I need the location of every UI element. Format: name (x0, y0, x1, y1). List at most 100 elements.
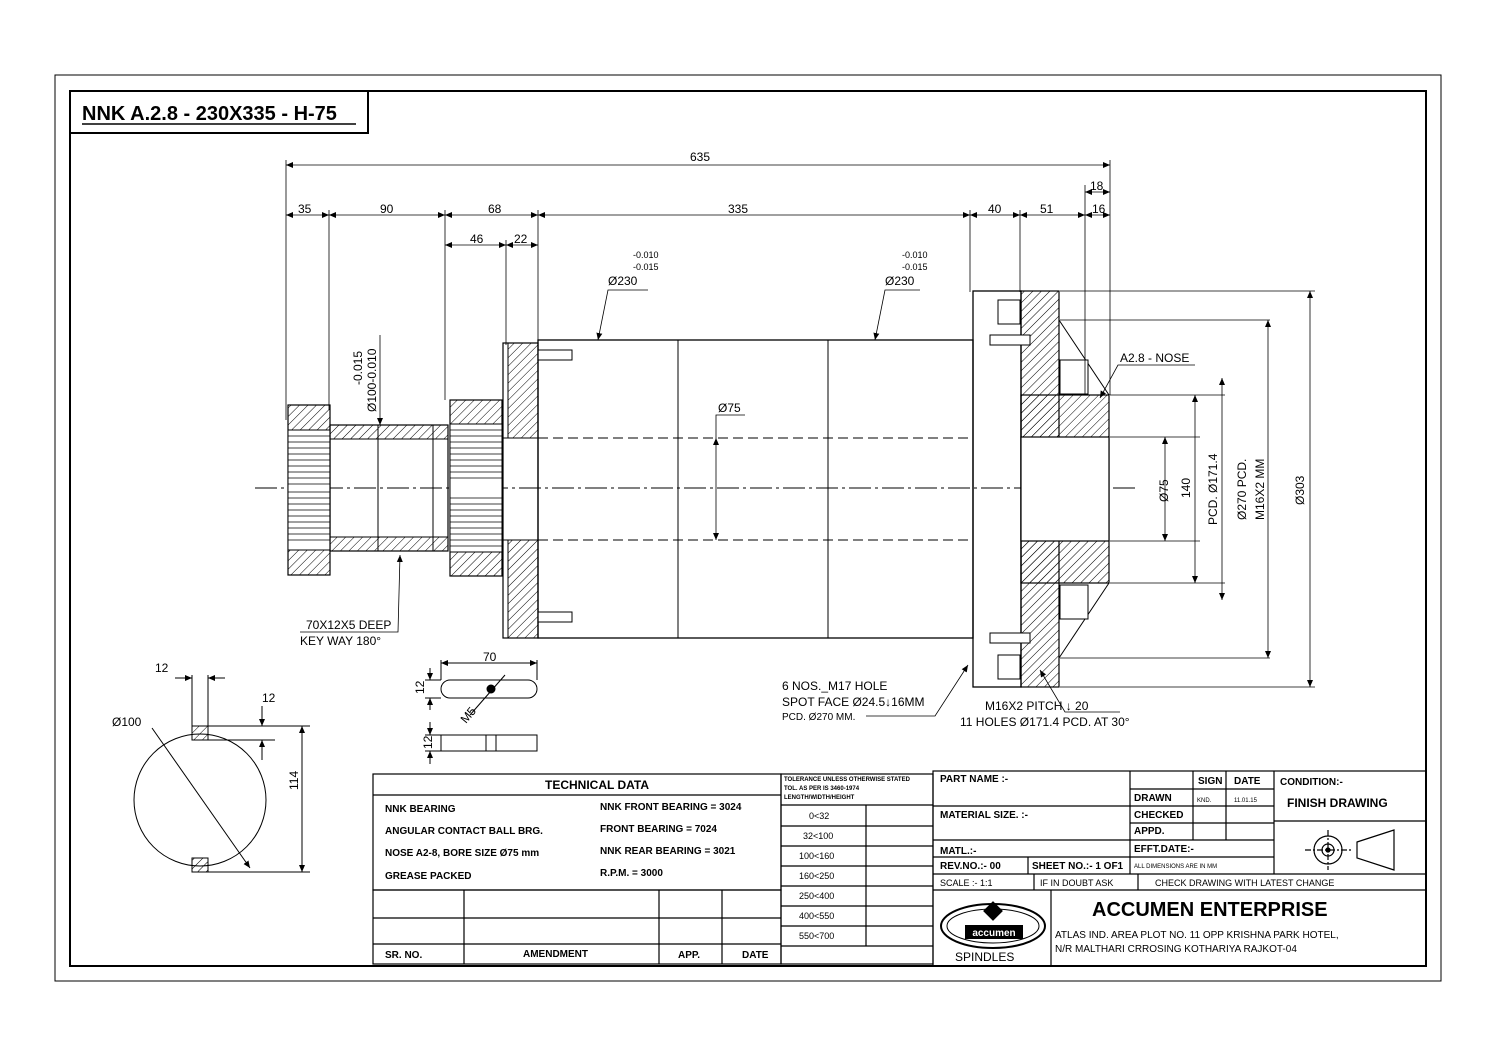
tb-sign: SIGN (1198, 776, 1222, 787)
dim-40: 40 (988, 202, 1002, 216)
tech-row2-right: FRONT BEARING = 7024 (600, 824, 717, 835)
tol-line-2: TOL. AS PER IS 3460-1974 (784, 786, 860, 792)
dim-pcd171: PCD. Ø171.4 (1206, 453, 1220, 525)
sec-dim-dia100: Ø100 (112, 715, 142, 729)
key-dim-12b: 12 (421, 735, 435, 749)
title-block (932, 770, 1427, 967)
front-flange (972, 290, 1022, 688)
dim-140: 140 (1179, 478, 1193, 498)
tech-row4-left: GREASE PACKED (385, 871, 472, 882)
dim-16: 16 (1092, 202, 1106, 216)
technical-data-table (372, 773, 782, 965)
tb-sheet-no: SHEET NO.:- 1 OF1 (1032, 861, 1124, 872)
tol-line-3: LENGTH/WIDTH/HEIGHT (784, 795, 855, 801)
amend-sr-no: SR. NO. (385, 950, 422, 961)
tb-all-dims: ALL DIMENSIONS ARE IN MM (1134, 864, 1217, 870)
tb-date: DATE (1234, 776, 1261, 787)
tech-row3-right: NNK REAR BEARING = 3021 (600, 846, 736, 857)
housing-body (537, 339, 974, 639)
tb-matl: MATL.:- (940, 846, 976, 857)
inner-border (69, 90, 1427, 967)
pitch-label-2: 11 HOLES Ø171.4 PCD. AT 30° (960, 715, 1130, 729)
tolerance-table (780, 773, 934, 965)
tech-row4-right: R.P.M. = 3000 (600, 868, 663, 879)
tech-row2-left: ANGULAR CONTACT BALL BRG. (385, 826, 543, 837)
tech-row1-right: NNK FRONT BEARING = 3024 (600, 802, 742, 813)
sec-dim-114: 114 (287, 771, 301, 790)
tb-rev-no: REV.NO.:- 00 (940, 861, 1001, 872)
tb-material-size: MATERIAL SIZE. :- (940, 810, 1028, 821)
dia100-tol-1: -0.015 (351, 351, 365, 385)
section-view (133, 675, 310, 873)
dim-dia230-right: Ø230 (885, 274, 915, 288)
tol-range-2: 32<100 (803, 831, 833, 841)
tb-condition: CONDITION:- (1280, 777, 1343, 788)
tb-drawn-sign: KND. (1197, 798, 1212, 804)
tb-check-drawing: CHECK DRAWING WITH LATEST CHANGE (1155, 878, 1334, 888)
keyway-label-2: KEY WAY 180° (300, 634, 381, 648)
tb-address-2: N/R MALTHARI CRROSING KOTHARIYA RAJKOT-0… (1055, 944, 1297, 955)
dim-m16: M16X2 MM (1253, 459, 1267, 520)
outer-border (54, 74, 1442, 982)
tb-company: ACCUMEN ENTERPRISE (1092, 899, 1328, 921)
tol-right-1: -0.010 (902, 250, 928, 260)
dim-overall: 635 (690, 150, 710, 164)
dim-nose: A2.8 - NOSE (1120, 351, 1189, 365)
tb-drawn-date: 11.01.15 (1234, 798, 1258, 804)
sec-dim-12b: 12 (262, 691, 276, 705)
tol-range-3: 100<160 (799, 851, 834, 861)
dim-51: 51 (1040, 202, 1054, 216)
tol-left-2: -0.015 (633, 262, 659, 272)
key-detail (425, 660, 538, 764)
tb-efft-date: EFFT.DATE:- (1134, 844, 1194, 855)
tb-finish: FINISH DRAWING (1287, 796, 1388, 810)
dim-pcd270: Ø270 PCD. (1235, 459, 1249, 520)
tech-row3-left: NOSE A2-8, BORE SIZE Ø75 mm (385, 848, 539, 859)
dim-dia230-left: Ø230 (608, 274, 638, 288)
tb-checked: CHECKED (1134, 810, 1183, 821)
tol-range-1: 0<32 (809, 811, 829, 821)
drawing-title: NNK A.2.8 - 230X335 - H-75 (82, 103, 337, 125)
company-logo: accumen (940, 901, 1046, 949)
key-dim-m5: M5 (458, 704, 480, 726)
tb-if-in-doubt: IF IN DOUBT ASK (1040, 878, 1113, 888)
tb-appd: APPD. (1134, 826, 1165, 837)
dim-22: 22 (514, 232, 528, 246)
holes-label-3: PCD. Ø270 MM. (782, 712, 855, 723)
tech-row1-left: NNK BEARING (385, 804, 456, 815)
key-dim-70: 70 (483, 650, 497, 664)
dim-dia75-mid: Ø75 (718, 401, 741, 415)
dim-18: 18 (1090, 179, 1104, 193)
logo-text: accumen (972, 928, 1015, 939)
tb-address-1: ATLAS IND. AREA PLOT NO. 11 OPP KRISHNA … (1055, 930, 1339, 941)
dim-dia303: Ø303 (1293, 475, 1307, 505)
dim-335: 335 (728, 202, 748, 216)
tol-line-1: TOLERANCE UNLESS OTHERWISE STATED (784, 777, 911, 783)
holes-label-2: SPOT FACE Ø24.5↓16MM (782, 695, 925, 709)
tol-range-7: 550<700 (799, 931, 834, 941)
dim-90: 90 (380, 202, 394, 216)
tol-range-6: 400<550 (799, 911, 834, 921)
tol-left-1: -0.010 (633, 250, 659, 260)
dim-dia75-right: Ø75 (1157, 479, 1171, 502)
dim-35: 35 (298, 202, 312, 216)
tol-right-2: -0.015 (902, 262, 928, 272)
key-dim-12a: 12 (413, 680, 427, 694)
tb-scale: SCALE :- 1:1 (940, 878, 993, 888)
sec-dim-12a: 12 (155, 661, 169, 675)
holes-label-1: 6 NOS._M17 HOLE (782, 679, 887, 693)
tb-drawn: DRAWN (1134, 793, 1172, 804)
projection-symbol (1305, 829, 1395, 871)
tol-range-4: 160<250 (799, 871, 834, 881)
dim-46: 46 (470, 232, 484, 246)
tb-spindles: SPINDLES (955, 950, 1014, 964)
amend-date: DATE (742, 950, 769, 961)
dia100-tol-2: Ø100-0.010 (365, 348, 379, 412)
tb-part-name: PART NAME :- (940, 774, 1008, 785)
amend-amendment: AMENDMENT (523, 949, 588, 960)
amend-app: APP. (678, 950, 700, 961)
title-box (69, 90, 369, 134)
spindle-view (255, 290, 1135, 688)
dim-68: 68 (488, 202, 502, 216)
